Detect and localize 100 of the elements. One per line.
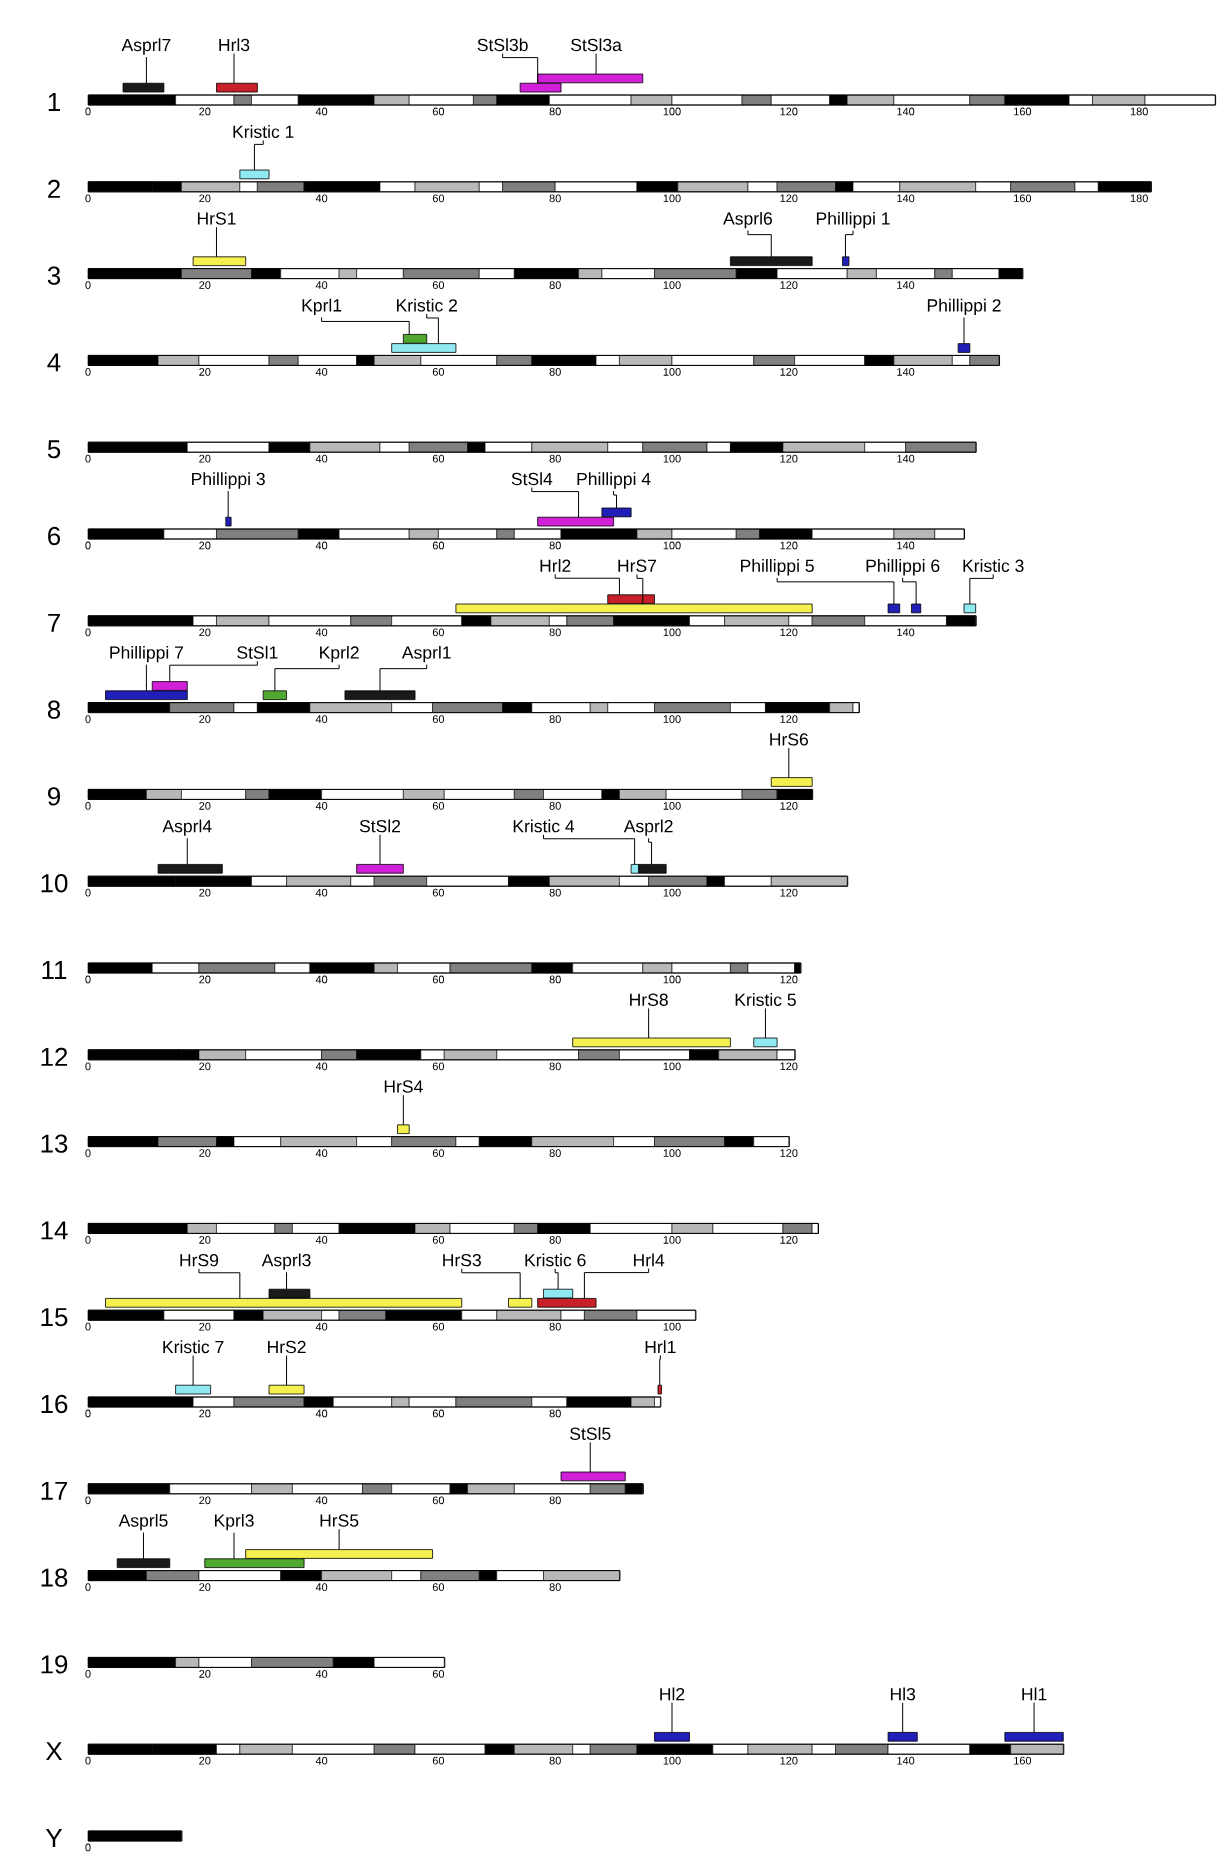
qtl-label: Asprl7 bbox=[121, 38, 171, 55]
qtl-bar bbox=[519, 82, 562, 93]
leader-line bbox=[145, 56, 147, 84]
qtl-label: Phillippi 2 bbox=[927, 298, 1001, 316]
leader-line bbox=[233, 53, 235, 84]
qtl-bar bbox=[239, 169, 270, 180]
qtl-label: StSl3a bbox=[571, 38, 622, 52]
qtl-bar bbox=[356, 864, 404, 874]
qtl-label: Kristic 7 bbox=[163, 1340, 224, 1354]
qtl-bar bbox=[268, 1288, 311, 1299]
chromosome-number: 3 bbox=[47, 266, 61, 285]
leader-line bbox=[502, 53, 539, 84]
qtl-label: HrS7 bbox=[618, 559, 657, 572]
qtl-label: StSl5 bbox=[570, 1427, 611, 1440]
leader-line bbox=[227, 490, 229, 518]
qtl-label: Phillippi 6 bbox=[866, 559, 940, 576]
chromosome-number: X bbox=[45, 1742, 63, 1761]
qtl-bar bbox=[105, 690, 188, 700]
leader-line bbox=[595, 53, 597, 75]
leader-line bbox=[274, 664, 340, 692]
qtl-bar bbox=[116, 1558, 171, 1568]
leader-line bbox=[671, 1702, 673, 1733]
qtl-bar bbox=[963, 603, 977, 614]
qtl-bar bbox=[175, 1384, 212, 1395]
qtl-label: Kristic 2 bbox=[397, 298, 457, 312]
leader-line bbox=[613, 490, 617, 509]
qtl-label: Asprl6 bbox=[723, 211, 772, 229]
leader-line bbox=[338, 1528, 340, 1551]
qtl-bar bbox=[601, 507, 632, 518]
qtl-bar bbox=[753, 1037, 778, 1048]
qtl-bar bbox=[638, 864, 667, 874]
leader-line bbox=[426, 313, 439, 345]
chromosome-number: 15 bbox=[41, 1308, 68, 1327]
qtl-bar bbox=[151, 681, 188, 691]
qtl-label: Kprl3 bbox=[214, 1513, 254, 1531]
qtl-bar bbox=[537, 516, 614, 527]
qtl-bar bbox=[957, 343, 971, 353]
chromosome-number: 14 bbox=[41, 1221, 68, 1240]
qtl-label: Kprl1 bbox=[302, 298, 342, 316]
chromosome-number: 9 bbox=[48, 787, 60, 806]
chromosome-number: 17 bbox=[41, 1481, 68, 1500]
qtl-label: Hrl1 bbox=[645, 1340, 676, 1353]
leader-line bbox=[531, 487, 580, 518]
qtl-label: Phillippi 5 bbox=[741, 559, 814, 576]
leader-line bbox=[192, 1355, 194, 1386]
qtl-bar bbox=[657, 1384, 662, 1395]
chromosome-number: 13 bbox=[41, 1134, 68, 1153]
qtl-label: HrS3 bbox=[443, 1253, 481, 1267]
qtl-label: Phillippi 3 bbox=[192, 472, 265, 489]
chromosome-number: 2 bbox=[48, 179, 60, 198]
leader-line bbox=[253, 139, 264, 171]
chromosome-number: 1 bbox=[48, 93, 60, 111]
qtl-bar bbox=[262, 690, 287, 700]
chromosome-number: 18 bbox=[41, 1568, 68, 1587]
leader-line bbox=[902, 577, 917, 605]
chromosome-number: 8 bbox=[47, 700, 61, 719]
chromosome-number: 7 bbox=[48, 613, 60, 632]
qtl-label: StSl2 bbox=[359, 819, 401, 833]
chromosome-number: 4 bbox=[47, 353, 61, 372]
qtl-bar bbox=[572, 1037, 731, 1048]
leader-line bbox=[776, 577, 895, 605]
leader-line bbox=[543, 834, 636, 865]
qtl-label: Kristic 5 bbox=[735, 993, 796, 1006]
chromosome-number: 16 bbox=[41, 1394, 68, 1414]
qtl-bar bbox=[192, 256, 247, 266]
qtl-label: Hl3 bbox=[890, 1687, 916, 1701]
leader-line bbox=[145, 664, 147, 692]
qtl-bar bbox=[105, 1298, 463, 1308]
qtl-bar bbox=[730, 256, 813, 266]
qtl-label: HrS8 bbox=[630, 993, 668, 1006]
leader-line bbox=[636, 573, 644, 605]
chromosome-number: Y bbox=[45, 1829, 63, 1847]
leader-line bbox=[169, 660, 258, 683]
qtl-bar bbox=[770, 777, 813, 787]
qtl-bar bbox=[122, 82, 165, 93]
qtl-label: Hl1 bbox=[1022, 1687, 1047, 1701]
qtl-label: Kprl2 bbox=[320, 645, 359, 663]
qtl-bar bbox=[887, 1732, 918, 1742]
qtl-label: Hrl3 bbox=[219, 38, 250, 52]
leader-line bbox=[286, 1355, 288, 1386]
leader-line bbox=[648, 837, 653, 865]
qtl-bar bbox=[654, 1732, 690, 1742]
leader-line bbox=[143, 1532, 144, 1560]
qtl-label: Asprl4 bbox=[162, 819, 212, 836]
chromosome-number: 6 bbox=[48, 526, 61, 546]
qtl-label: Phillippi 7 bbox=[110, 645, 183, 663]
qtl-label: Hrl4 bbox=[634, 1253, 665, 1267]
leader-line bbox=[764, 1007, 766, 1039]
leader-line bbox=[554, 573, 620, 596]
leader-line bbox=[379, 834, 381, 865]
qtl-bar bbox=[216, 82, 258, 93]
qtl-label: HrS2 bbox=[268, 1340, 306, 1354]
leader-line bbox=[554, 1268, 559, 1290]
qtl-label: Asprl3 bbox=[261, 1253, 311, 1270]
leader-line bbox=[659, 1354, 661, 1386]
qtl-bar bbox=[397, 1124, 410, 1134]
leader-line bbox=[747, 230, 772, 258]
leader-line bbox=[589, 1441, 591, 1473]
qtl-bar bbox=[607, 594, 655, 604]
leader-line bbox=[844, 230, 854, 258]
